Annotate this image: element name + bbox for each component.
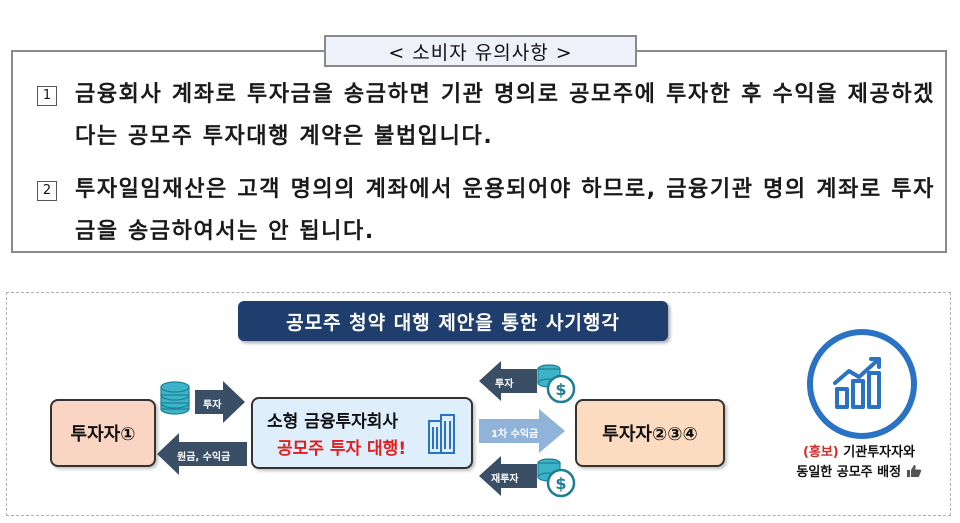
- arrow-invest-left: [479, 361, 537, 401]
- arrow-label-first-return: 1차 수익금: [491, 429, 539, 440]
- fake-company-box: 소형 금융투자회사 공모주 투자 대행!: [251, 397, 473, 469]
- arrow-label-reinvest: 재투자: [491, 474, 519, 485]
- arrow-invest-right: [195, 381, 245, 423]
- dollar-coins-icon: $: [537, 364, 576, 404]
- growth-chart-icon: [833, 357, 881, 409]
- notice-item-text: 금융회사 계좌로 투자금을 송금하면 기관 명의로 공모주에 투자한 후 수익을…: [75, 82, 935, 149]
- arrow-label-invest-others: 투자: [495, 379, 514, 390]
- arrow-return-left: [157, 433, 247, 475]
- svg-text:$: $: [555, 380, 566, 399]
- building-icon: [428, 414, 455, 454]
- arrow-label-return: 원금, 수익금: [177, 452, 231, 463]
- coin-stack-icon: [160, 381, 190, 415]
- diagram-title: 공모주 청약 대행 제안을 통한 사기행각: [238, 301, 668, 341]
- svg-text:$: $: [555, 474, 566, 493]
- fake-company-action: 공모주 투자 대행!: [277, 439, 407, 459]
- arrow-first-return: [479, 409, 565, 453]
- consumer-notice-box: 1 금융회사 계좌로 투자금을 송금하면 기관 명의로 공모주에 투자한 후 수…: [11, 50, 947, 253]
- item-number-box: 1: [37, 86, 57, 106]
- promo-tag: (홍보): [802, 445, 839, 460]
- arrow-label-invest: 투자: [203, 400, 222, 411]
- notice-title: < 소비자 유의사항 >: [324, 35, 637, 67]
- dollar-coins-icon: $: [537, 458, 576, 498]
- fraud-diagram: 공모주 청약 대행 제안을 통한 사기행각 투자자① 투자 원금, 수익금 소형…: [6, 292, 951, 516]
- investor-1-label: 투자자①: [70, 424, 136, 445]
- fake-company-name: 소형 금융투자회사: [267, 412, 399, 432]
- promo-caption: (홍보) 기관투자자와 동일한 공모주 배정: [769, 443, 949, 483]
- investor-2-3-4-box: 투자자②③④: [575, 399, 725, 467]
- promo-line-2: 동일한 공모주 배정: [796, 465, 902, 480]
- arrow-reinvest: [479, 456, 537, 496]
- promo-line-1: 기관투자자와: [843, 445, 916, 460]
- thumbs-up-icon: [906, 465, 921, 477]
- promo-circle: [807, 329, 917, 439]
- item-number-box: 2: [37, 181, 57, 201]
- investor-2-3-4-label: 투자자②③④: [602, 424, 698, 445]
- notice-item-text: 투자일임재산은 고객 명의의 계좌에서 운용되어야 하므로, 금융기관 명의 계…: [75, 177, 935, 244]
- investor-1-box: 투자자①: [50, 399, 156, 467]
